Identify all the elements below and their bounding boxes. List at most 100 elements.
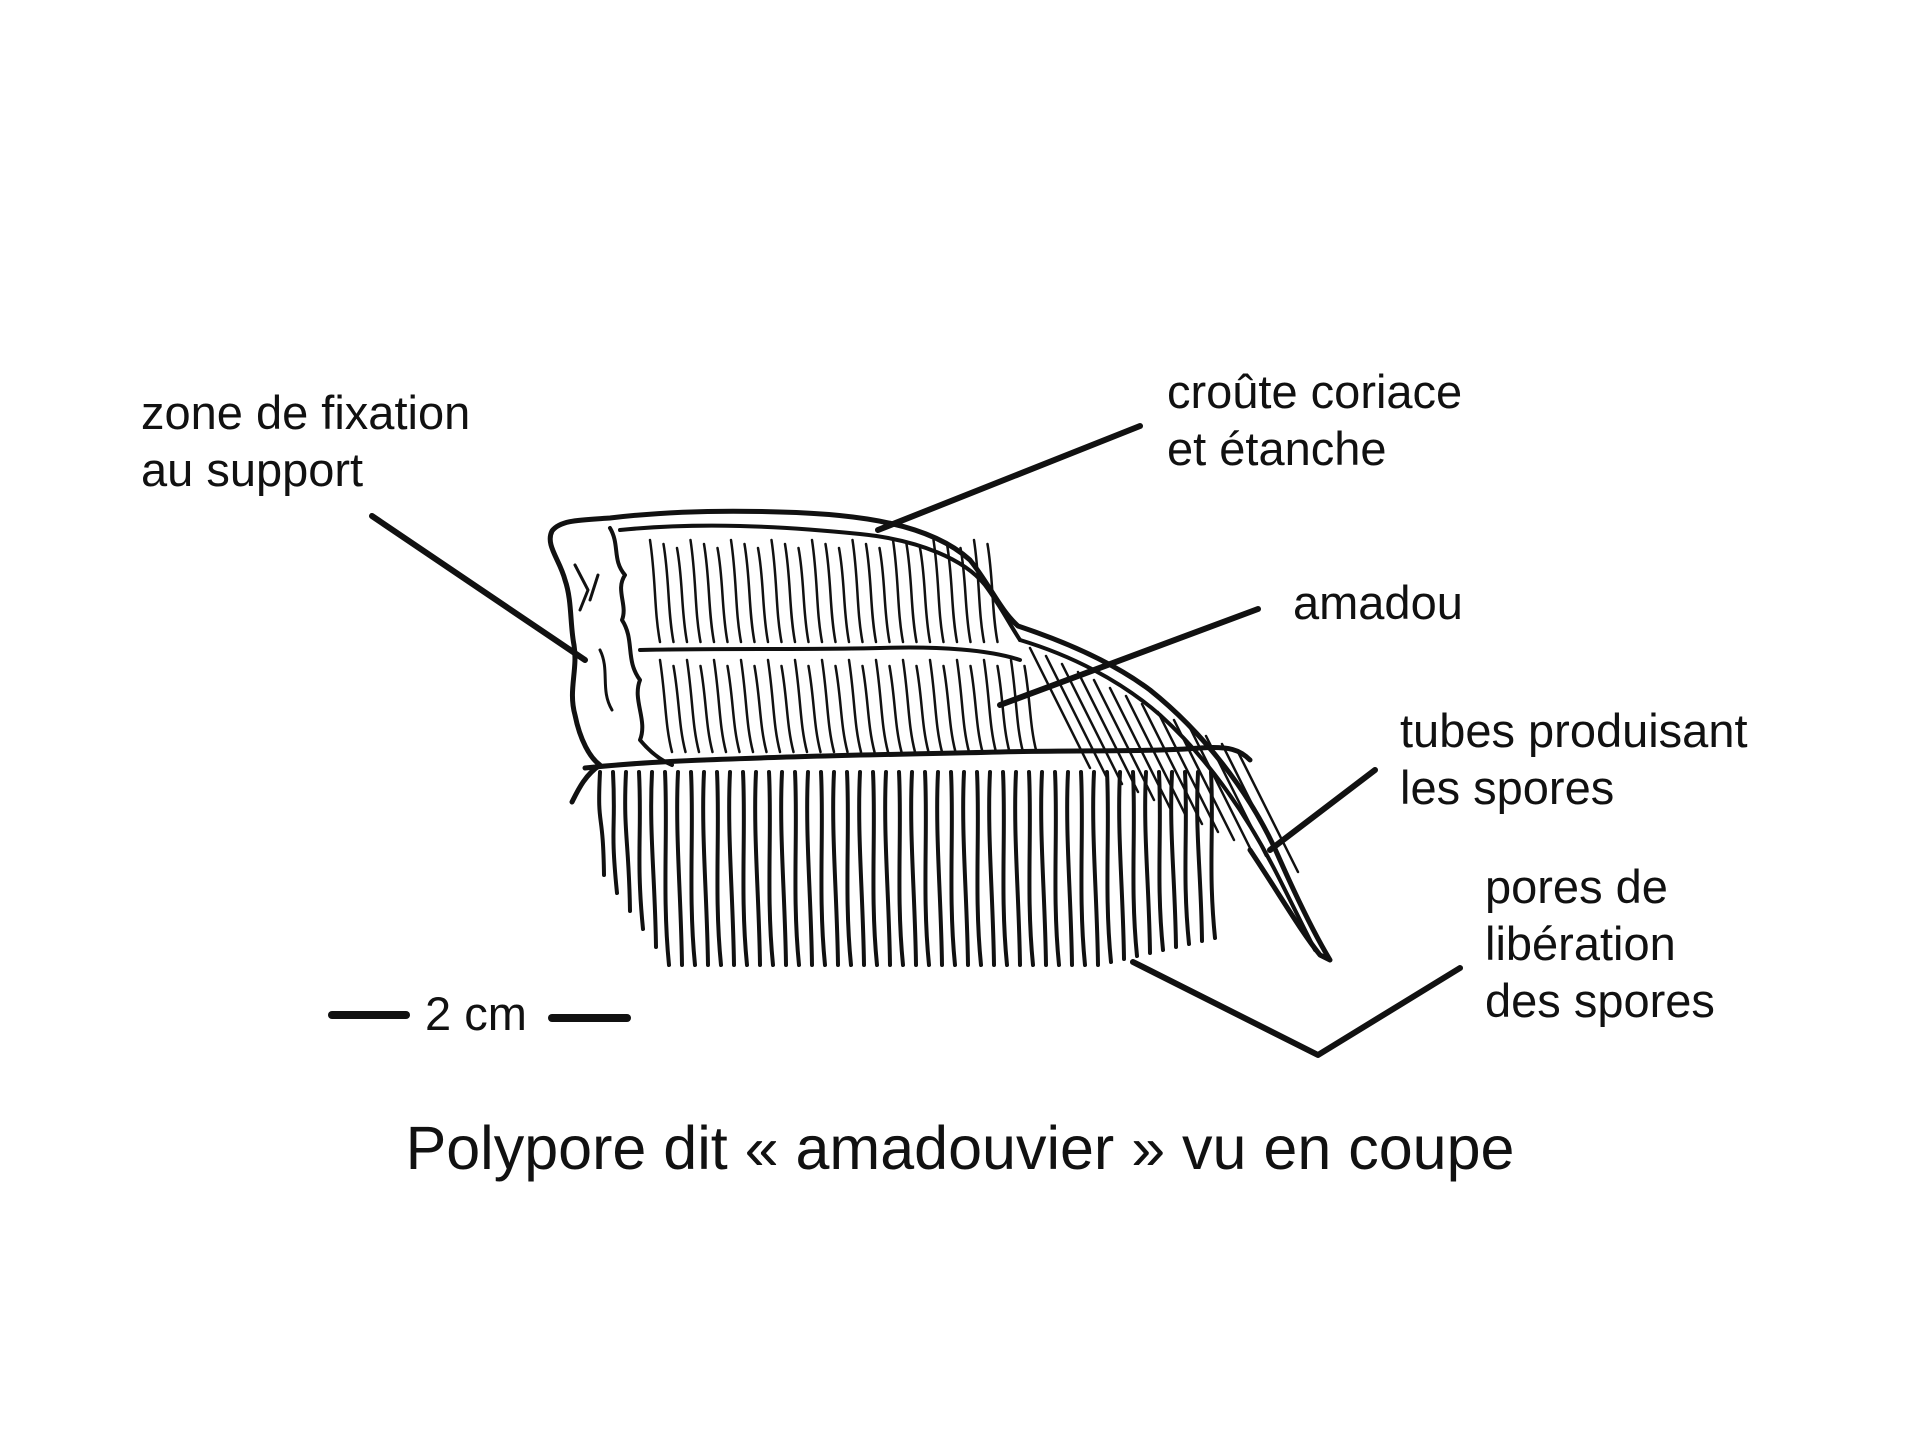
spore-tube — [961, 770, 970, 967]
spore-tubes — [597, 770, 1217, 967]
amadou-stroke — [820, 658, 836, 754]
spore-tube — [975, 770, 983, 967]
lamella-stroke — [1076, 670, 1140, 794]
amadou-stroke — [726, 664, 741, 754]
amadou-stroke — [888, 664, 903, 754]
leader-croute — [875, 423, 1143, 533]
amadou-stroke — [837, 546, 851, 644]
amadou-stroke — [878, 546, 891, 644]
amadou-stroke — [739, 658, 755, 754]
crust-band-lower — [1018, 638, 1317, 952]
lamella-stroke — [1236, 750, 1300, 874]
spore-tube — [1079, 770, 1087, 967]
spore-tube — [845, 770, 853, 967]
amadou-stroke — [969, 664, 984, 754]
spore-tube — [1131, 770, 1139, 958]
amadou-stroke — [729, 538, 743, 644]
lamella-stroke — [1092, 678, 1156, 802]
label-spore-tubes: tubes produisant les spores — [1400, 704, 1748, 814]
lamella-stroke — [1108, 686, 1172, 810]
spore-tube — [637, 770, 645, 931]
amadou-stroke — [851, 538, 864, 644]
amadou-stroke — [905, 542, 918, 644]
lamella-stroke — [1124, 694, 1188, 818]
amadou-stroke — [770, 538, 783, 644]
spore-tube — [1065, 770, 1074, 967]
label-crust: croûte coriace et étanche — [1167, 365, 1463, 475]
amadou-stroke — [689, 538, 702, 644]
spore-tube — [1027, 770, 1035, 967]
spore-tube — [883, 770, 892, 967]
spore-tube — [779, 770, 788, 967]
amadou-stroke — [716, 546, 729, 644]
lamella-stroke — [1028, 646, 1092, 770]
amadou-stroke — [932, 538, 945, 644]
lamella-stroke — [1204, 734, 1268, 858]
label-fixation-zone: zone de fixation au support — [141, 386, 471, 496]
amadou-stroke — [861, 664, 876, 754]
amadou-hatching — [648, 538, 1038, 754]
spore-tube — [935, 770, 944, 967]
amadou-stroke — [810, 538, 824, 644]
spore-tube — [1001, 770, 1009, 967]
amadou-stroke — [807, 664, 822, 754]
lamella-stroke — [1172, 718, 1236, 842]
amadou-stroke — [864, 542, 878, 644]
amadou-stroke — [702, 542, 716, 644]
spore-tube — [715, 770, 723, 967]
amadou-stroke — [648, 538, 662, 644]
spore-tube — [909, 770, 918, 967]
amadou-stroke — [928, 658, 944, 754]
spore-tube — [897, 770, 905, 967]
amadou-stroke — [955, 658, 971, 754]
spore-tube — [857, 770, 866, 967]
spore-tube — [805, 770, 814, 967]
amadou-stroke — [712, 658, 728, 754]
amadou-stroke — [793, 658, 809, 754]
amadou-stroke — [685, 658, 701, 754]
amadou-stroke — [901, 658, 917, 754]
label-spore-pores: pores de libération des spores — [1485, 860, 1715, 1027]
amadou-stroke — [874, 658, 890, 754]
amadou-stroke — [918, 546, 932, 644]
amadou-stroke — [1009, 658, 1025, 754]
amadou-stroke — [780, 664, 795, 754]
scale-bar-label: 2 cm — [425, 987, 527, 1040]
spore-tube — [675, 770, 684, 967]
leader-fixation — [369, 513, 588, 663]
spore-tube — [663, 770, 671, 967]
leader-amadou — [997, 606, 1261, 708]
spore-tube — [1157, 770, 1165, 952]
spore-tube — [623, 770, 632, 913]
leader-pores — [1130, 959, 1463, 1058]
diagram-caption: Polypore dit « amadouvier » vu en coupe — [405, 1114, 1515, 1182]
spore-tube — [727, 770, 736, 967]
amadou-stroke — [675, 546, 689, 644]
spore-tube — [1169, 770, 1178, 949]
crust-band — [618, 523, 1022, 642]
spore-tube — [753, 770, 762, 967]
amadou-stroke — [797, 546, 810, 644]
spore-tube — [793, 770, 801, 967]
spore-tube — [923, 770, 931, 967]
amadou-stroke — [699, 664, 714, 754]
attachment-detail — [573, 563, 614, 712]
spore-tube — [701, 770, 710, 967]
spore-tube — [1209, 770, 1217, 940]
spore-tube — [831, 770, 840, 967]
attachment-edge — [608, 526, 674, 767]
lamella-stroke — [1188, 726, 1252, 850]
amadou-stroke — [891, 538, 905, 644]
spore-tube — [767, 770, 775, 967]
amadou-stroke — [662, 542, 675, 644]
amadou-layer-boundary — [638, 645, 1022, 662]
amadou-stroke — [824, 542, 837, 644]
spore-tube — [1143, 770, 1152, 955]
amadou-stroke — [945, 542, 959, 644]
amadou-stroke — [996, 664, 1011, 754]
spore-tube — [1013, 770, 1022, 967]
spore-tube — [1091, 770, 1100, 967]
spore-tube — [741, 770, 749, 967]
amadou-stroke — [972, 538, 986, 644]
spore-tube — [1117, 770, 1126, 961]
